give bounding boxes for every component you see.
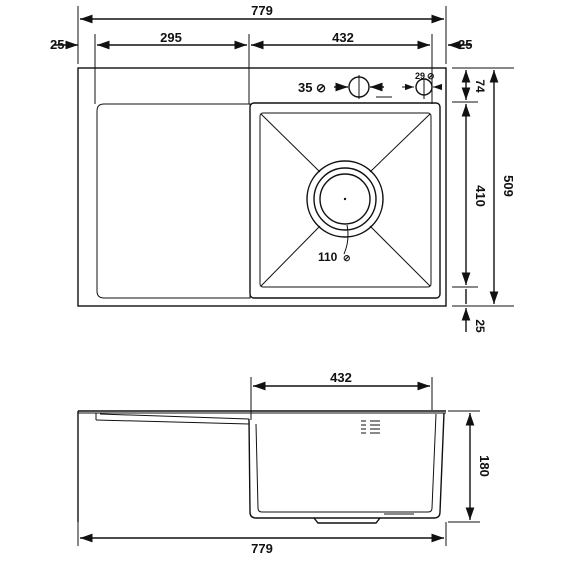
dim-drain-diameter: 110 xyxy=(318,250,338,264)
side-drainboard-slope xyxy=(95,419,250,425)
dim-overall-depth: 509 xyxy=(501,175,516,197)
drain-outer xyxy=(306,160,384,238)
slope-br xyxy=(369,225,431,287)
slope-bl xyxy=(260,225,321,287)
sink-outline xyxy=(77,67,447,307)
drain-inner xyxy=(319,173,371,225)
drainboard xyxy=(96,103,251,299)
side-view: 432 180 779 xyxy=(77,370,492,556)
diameter-symbol: ⊘ xyxy=(343,253,351,263)
dim-bowl-width: 432 xyxy=(332,30,354,45)
dim-bottom-margin: 25 xyxy=(473,319,487,333)
dim-right-margin: 25 xyxy=(458,37,472,52)
dim-overall-width: 779 xyxy=(251,3,273,18)
drain-ring xyxy=(313,167,377,231)
drain-leader xyxy=(343,224,349,255)
diameter-symbol-large: ⊘ xyxy=(316,81,326,95)
dim-top-margin: 74 xyxy=(473,79,487,93)
bowl-body xyxy=(248,412,445,519)
diameter-symbol-small: ⊘ xyxy=(427,71,435,81)
dim-side-bowl-width: 432 xyxy=(330,370,352,385)
bowl-body-inner xyxy=(255,413,437,513)
side-drainboard-slope-2 xyxy=(99,413,250,420)
drain-center xyxy=(343,197,347,201)
dim-left-margin: 25 xyxy=(50,37,64,52)
overflow-grill xyxy=(361,420,380,434)
dim-bowl-height: 410 xyxy=(473,185,488,207)
bowl-outer xyxy=(249,102,441,299)
top-view: 779 25 295 432 25 110 ⊘ 35 ⊘ xyxy=(50,3,516,333)
drain-outlet xyxy=(313,517,381,524)
dim-tap-hole-small: 29 xyxy=(415,71,425,81)
dim-bowl-depth: 180 xyxy=(477,455,492,477)
dim-drainboard-width: 295 xyxy=(160,30,182,45)
slope-tl xyxy=(260,113,321,173)
dim-tap-hole-large: 35 xyxy=(298,80,312,95)
slope-tr xyxy=(369,113,431,173)
bowl-inner xyxy=(259,112,432,288)
dim-side-overall-width: 779 xyxy=(251,541,273,556)
